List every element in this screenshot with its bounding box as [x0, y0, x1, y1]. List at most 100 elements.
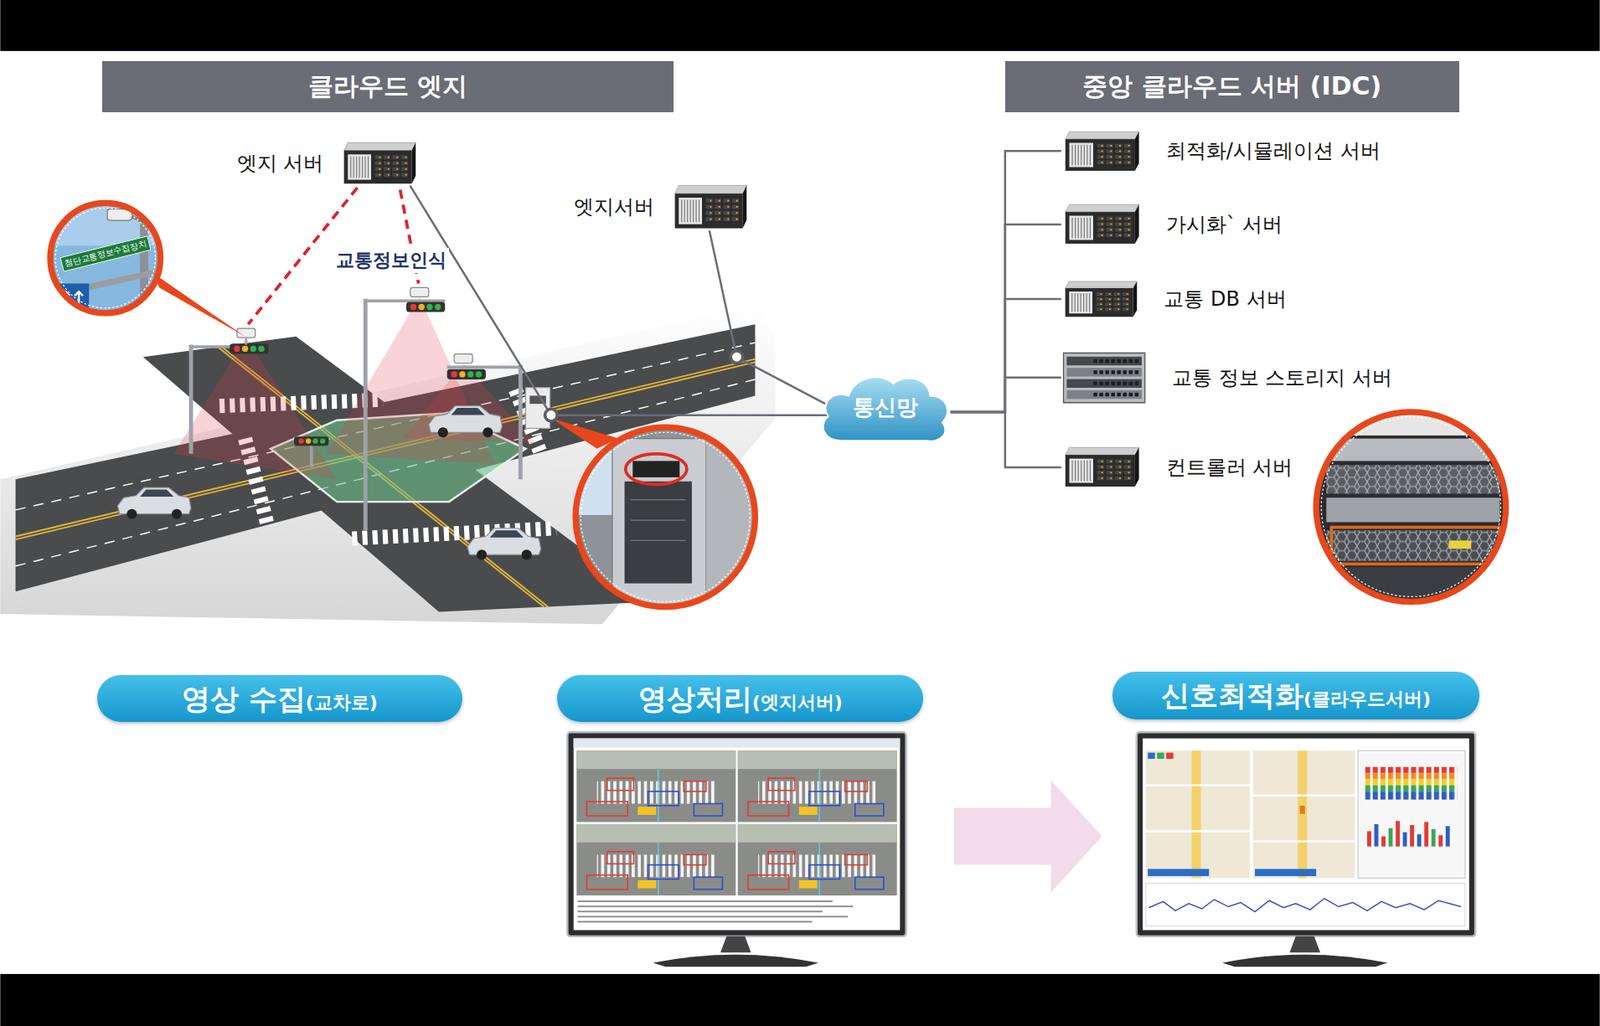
monitor-video — [567, 732, 906, 967]
server-icon — [1064, 288, 1133, 317]
server-icon — [1100, 472, 1103, 475]
monitor-optimisation — [1445, 825, 1451, 847]
junction-dot — [730, 350, 744, 364]
server-icon — [1095, 292, 1103, 296]
server-icon — [1128, 466, 1131, 469]
rack-callout — [1326, 530, 1500, 562]
monitor-optimisation — [1145, 784, 1250, 786]
server-icon — [1128, 229, 1131, 232]
server-icon — [1122, 392, 1126, 396]
monitor-optimisation — [1145, 883, 1466, 927]
server-icon — [714, 199, 722, 204]
monitor-optimisation — [1254, 868, 1317, 877]
frame-bar — [0, 0, 1600, 52]
server-icon — [344, 142, 417, 150]
server-icon — [1119, 144, 1121, 147]
server-icon — [1119, 155, 1121, 158]
server-icon — [735, 211, 738, 214]
server-icon — [709, 206, 712, 208]
cabinet-callout — [580, 432, 750, 602]
intersection-illustration — [418, 304, 425, 310]
server-icon — [717, 211, 720, 214]
cabinet-callout — [625, 454, 687, 486]
stage-note: (교차로) — [305, 691, 378, 713]
server-icon — [1065, 131, 1140, 140]
rack-callout — [1316, 412, 1506, 602]
rack-callout — [1326, 464, 1500, 494]
monitor-video — [738, 824, 898, 896]
monitor-optimisation — [1409, 825, 1415, 847]
server-icon — [1109, 298, 1111, 300]
server-icon — [412, 142, 417, 184]
monitor-optimisation — [1166, 753, 1174, 759]
server-icon — [379, 162, 382, 165]
header-band: 클라우드 엣지 — [102, 61, 674, 113]
stage-title: 영상 수집 — [181, 681, 306, 716]
server-icon — [1068, 216, 1094, 241]
intersection-illustration — [426, 304, 433, 310]
server-icon — [1109, 234, 1112, 237]
server-icon — [1114, 470, 1122, 475]
server-icon — [1097, 233, 1105, 238]
server-icon — [1122, 358, 1126, 362]
server-icon — [1105, 143, 1113, 147]
network-cloud: 통신망 — [815, 369, 954, 446]
server-node: 가시화` 서버 — [1061, 202, 1284, 246]
server-icon — [1128, 234, 1131, 237]
server-icon — [1119, 477, 1121, 480]
server-icon — [1105, 233, 1113, 238]
server-icon — [1071, 293, 1073, 312]
server-icon — [1128, 370, 1132, 374]
server-icon — [1119, 472, 1121, 475]
server-icon — [361, 156, 363, 179]
server-icon — [1105, 459, 1113, 464]
intersection-illustration — [451, 371, 458, 377]
server-icon — [1100, 460, 1103, 463]
monitor-optimisation — [1192, 750, 1202, 878]
server-icon — [670, 183, 749, 231]
server-icon — [1114, 476, 1122, 480]
server-icon — [722, 205, 730, 210]
intersection-illustration — [309, 445, 314, 468]
server-icon — [387, 156, 390, 159]
server-icon — [1105, 222, 1113, 227]
server-icon — [1105, 154, 1113, 159]
monitor-optimisation — [1253, 750, 1356, 878]
server-icon — [350, 156, 351, 179]
server-icon — [1104, 358, 1109, 362]
intersection-illustration — [459, 371, 465, 377]
server-icon — [705, 216, 713, 222]
rack-callout — [1316, 412, 1506, 602]
server-icon — [1068, 142, 1094, 167]
server-icon — [1066, 378, 1142, 388]
server-icon — [1105, 470, 1113, 475]
server-icon — [401, 155, 408, 160]
server-icon — [1097, 149, 1105, 153]
server-icon — [722, 216, 730, 222]
server-icon — [1074, 217, 1076, 238]
server-icon — [1095, 307, 1103, 311]
server-icon — [1124, 143, 1131, 147]
network-link — [709, 230, 826, 404]
server-icon — [1093, 370, 1097, 374]
monitor-video — [653, 954, 819, 968]
server-icon — [1128, 144, 1131, 147]
server-icon — [1125, 303, 1128, 305]
server-icon — [1097, 143, 1105, 147]
server-icon — [347, 154, 372, 180]
server-icon — [1122, 297, 1130, 301]
server-icon — [1128, 155, 1131, 158]
server-icon — [1124, 149, 1131, 153]
server-icon — [1074, 460, 1076, 481]
server-icon — [1110, 392, 1115, 396]
server-icon — [1114, 154, 1122, 159]
node-label: 컨트롤러 서버 — [1166, 454, 1294, 481]
intersection-illustration — [305, 438, 311, 444]
server-icon — [735, 218, 738, 221]
server-icon — [1064, 281, 1137, 289]
server-icon — [1100, 144, 1103, 147]
node-label: 클라우드 엣지 — [308, 69, 468, 104]
server-icon — [717, 206, 720, 208]
